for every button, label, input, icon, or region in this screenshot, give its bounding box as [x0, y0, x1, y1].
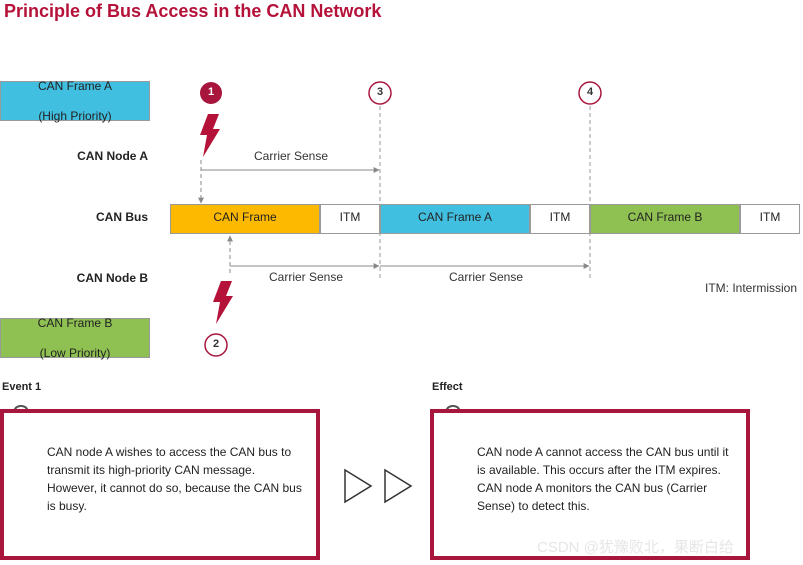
marker-4-label: 4	[586, 86, 594, 98]
frame-b-legend: CAN Frame B (Low Priority)	[0, 315, 150, 360]
bus-segment-itm: ITM	[740, 204, 800, 234]
carrier-sense-label-node-a: Carrier Sense	[254, 149, 329, 163]
event-box	[0, 409, 320, 560]
bus-segment-label: CAN Frame B	[627, 210, 703, 224]
carrier-sense-label-node-b-1: Carrier Sense	[269, 270, 344, 284]
bus-segment-can-frame-a: CAN Frame A	[380, 204, 530, 234]
watermark: CSDN @犹豫败北，果断白给	[537, 539, 734, 556]
play-arrow-icon	[384, 468, 413, 504]
frame-b-legend-line1: CAN Frame B	[37, 315, 113, 330]
marker-1	[200, 82, 222, 104]
marker-3	[368, 81, 392, 105]
row-label-node-a: CAN Node A	[77, 149, 148, 163]
bus-segment-label: CAN Frame A	[417, 210, 492, 224]
marker-3-label: 3	[376, 86, 384, 98]
event-label: Event 1	[2, 381, 42, 393]
event-text: CAN node A wishes to access the CAN bus …	[47, 445, 302, 513]
row-label-node-b: CAN Node B	[76, 271, 148, 285]
frame-a-legend: CAN Frame A (High Priority)	[0, 78, 150, 123]
marker-1-label: 1	[207, 86, 215, 98]
lightning-icon	[213, 281, 233, 324]
bus-segment-can-frame-b: CAN Frame B	[590, 204, 740, 234]
carrier-sense-label-node-b-2: Carrier Sense	[449, 270, 524, 284]
marker-2	[204, 333, 228, 357]
bus-segment-can-frame: CAN Frame	[170, 204, 320, 234]
effect-box	[430, 409, 750, 560]
bus-segment-itm: ITM	[530, 204, 590, 234]
bus-segment-label: ITM	[339, 210, 361, 224]
frame-b-legend-line2: (Low Priority)	[39, 345, 111, 360]
effect-label: Effect	[432, 381, 463, 393]
itm-legend: ITM: Intermission	[705, 281, 798, 295]
row-label-bus: CAN Bus	[95, 210, 148, 224]
play-arrow-icon	[344, 468, 373, 504]
page-title: Principle of Bus Access in the CAN Netwo…	[4, 1, 382, 21]
frame-a-legend-line1: CAN Frame A	[37, 78, 112, 93]
marker-2-label: 2	[212, 338, 220, 350]
lightning-icon	[200, 114, 220, 157]
bus-segment-itm: ITM	[320, 204, 380, 234]
bus-segment-label: ITM	[759, 210, 781, 224]
bus-segment-label: ITM	[549, 210, 571, 224]
bus-segment-label: CAN Frame	[213, 210, 277, 224]
effect-text: CAN node A cannot access the CAN bus unt…	[477, 445, 729, 513]
marker-4	[578, 81, 602, 105]
frame-a-legend-line2: (High Priority)	[38, 108, 112, 123]
